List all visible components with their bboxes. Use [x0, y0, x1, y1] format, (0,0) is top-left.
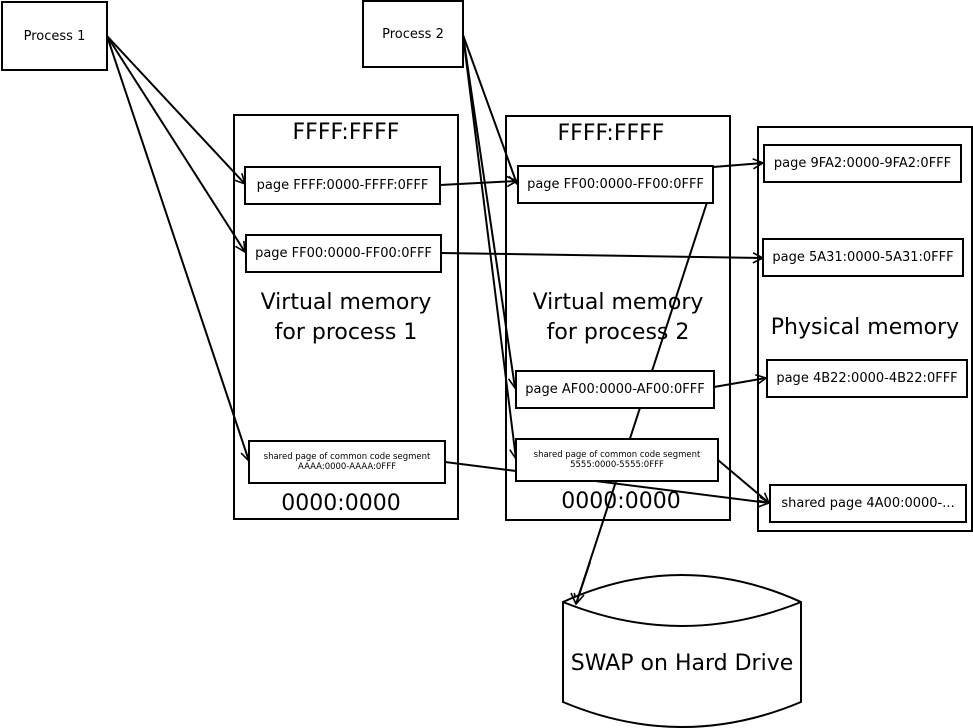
- arrow-vm1-page-a-to-vm2: [439, 181, 517, 185]
- arrow-vm2-shared-to-physical: [717, 459, 769, 503]
- vm2-page-ff00-label: page FF00:0000-FF00:0FFF: [527, 177, 704, 192]
- vm2-page-af00-label: page AF00:0000-AF00:0FFF: [525, 382, 705, 397]
- arrow-p1-to-vm1-shared: [106, 35, 249, 461]
- vm1-shared-line2: AAAA:0000-AAAA:0FFF: [298, 462, 396, 472]
- physical-page-5a31: page 5A31:0000-5A31:0FFF: [762, 238, 964, 277]
- vm1-container: [233, 114, 459, 520]
- vm1-caption: Virtual memory for process 1: [233, 288, 459, 348]
- vm1-shared-line1: shared page of common code segment: [263, 452, 431, 462]
- vm2-bottom-address: 0000:0000: [561, 489, 681, 514]
- vm1-caption-line1: Virtual memory: [260, 290, 432, 315]
- vm2-container: [505, 115, 731, 521]
- vm2-page-ff00: page FF00:0000-FF00:0FFF: [517, 165, 714, 204]
- vm2-shared-page: shared page of common code segment 5555:…: [515, 438, 719, 482]
- vm1-page-ffff-label: page FFFF:0000-FFFF:0FFF: [256, 178, 429, 193]
- vm2-caption: Virtual memory for process 2: [505, 288, 731, 348]
- physical-memory-container: [757, 126, 973, 532]
- vm2-caption-line1: Virtual memory: [532, 290, 704, 315]
- vm1-top-address: FFFF:FFFF: [292, 120, 400, 145]
- vm2-page-af00: page AF00:0000-AF00:0FFF: [515, 370, 715, 409]
- physical-memory-caption: Physical memory: [770, 315, 960, 340]
- vm1-bottom-address: 0000:0000: [281, 491, 401, 516]
- physical-shared-page-4a00-label: shared page 4A00:0000-...: [781, 496, 955, 511]
- vm1-page-ff00-label: page FF00:0000-FF00:0FFF: [255, 246, 432, 261]
- arrow-p2-to-vm2-page-a: [462, 34, 517, 184]
- arrow-p1-to-vm1-page-b: [106, 35, 245, 252]
- vm1-caption-line2: for process 1: [274, 320, 418, 345]
- vm1-page-ffff: page FFFF:0000-FFFF:0FFF: [244, 166, 441, 205]
- physical-page-4b22-label: page 4B22:0000-4B22:0FFF: [776, 371, 958, 386]
- vm1-page-ff00: page FF00:0000-FF00:0FFF: [245, 234, 442, 273]
- vm2-shared-line1: shared page of common code segment: [533, 450, 701, 460]
- physical-page-9fa2-label: page 9FA2:0000-9FA2:0FFF: [773, 156, 952, 171]
- arrow-vm2-page-a-to-physical: [712, 163, 763, 167]
- process-1-box: Process 1: [1, 1, 108, 71]
- vm2-shared-line2: 5555:0000-5555:0FFF: [570, 460, 664, 470]
- vm2-top-address: FFFF:FFFF: [557, 121, 665, 146]
- arrow-p1-to-vm1-page-a: [106, 35, 245, 184]
- vm1-shared-page: shared page of common code segment AAAA:…: [248, 440, 446, 484]
- arrow-p2-to-vm2-shared: [462, 34, 516, 459]
- vm2-caption-line2: for process 2: [546, 320, 690, 345]
- process-2-box: Process 2: [362, 0, 464, 68]
- physical-page-5a31-label: page 5A31:0000-5A31:0FFF: [772, 250, 954, 265]
- swap-label: SWAP on Hard Drive: [570, 651, 794, 676]
- physical-shared-page-4a00: shared page 4A00:0000-...: [769, 484, 967, 523]
- physical-page-9fa2: page 9FA2:0000-9FA2:0FFF: [763, 144, 962, 183]
- physical-page-4b22: page 4B22:0000-4B22:0FFF: [766, 359, 968, 398]
- arrow-vm1-shared-to-physical: [444, 461, 769, 503]
- process-2-label: Process 2: [382, 26, 444, 42]
- process-1-label: Process 1: [23, 28, 86, 44]
- arrow-vm1-page-b-to-physical: [440, 252, 763, 258]
